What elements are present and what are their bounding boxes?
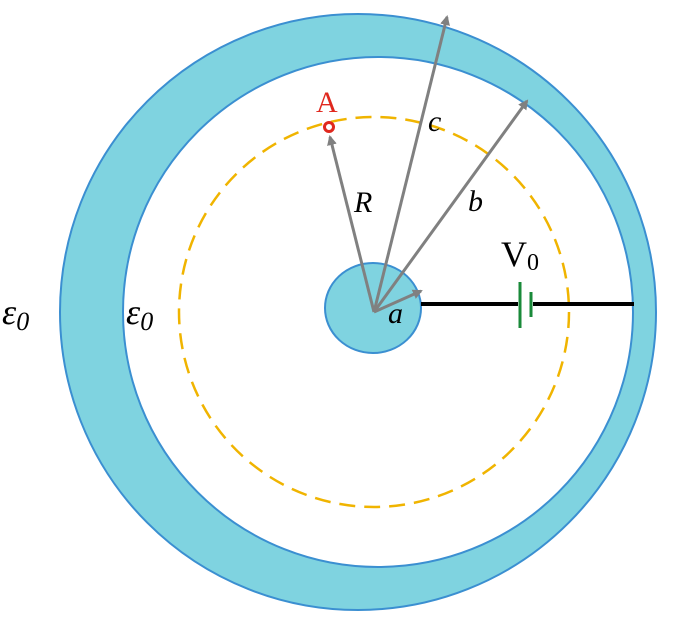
permittivity-inner-label: ε0 xyxy=(126,292,153,336)
radius-b-arrow xyxy=(372,99,529,313)
radius-R-arrow xyxy=(327,135,376,313)
gaussian-surface xyxy=(177,115,571,509)
radius-c-label: c xyxy=(428,105,441,138)
voltage-label: V0 xyxy=(501,234,539,276)
radius-a-label: a xyxy=(388,297,403,330)
point-A-marker xyxy=(323,121,335,133)
radius-a-arrow xyxy=(373,289,423,314)
radius-R-label: R xyxy=(353,186,372,219)
radius-b-label: b xyxy=(468,185,483,218)
radius-c-arrow xyxy=(372,15,450,313)
outer-shell xyxy=(58,13,658,611)
permittivity-outer-label: ε0 xyxy=(2,292,29,336)
point-A-label: A xyxy=(316,86,338,119)
